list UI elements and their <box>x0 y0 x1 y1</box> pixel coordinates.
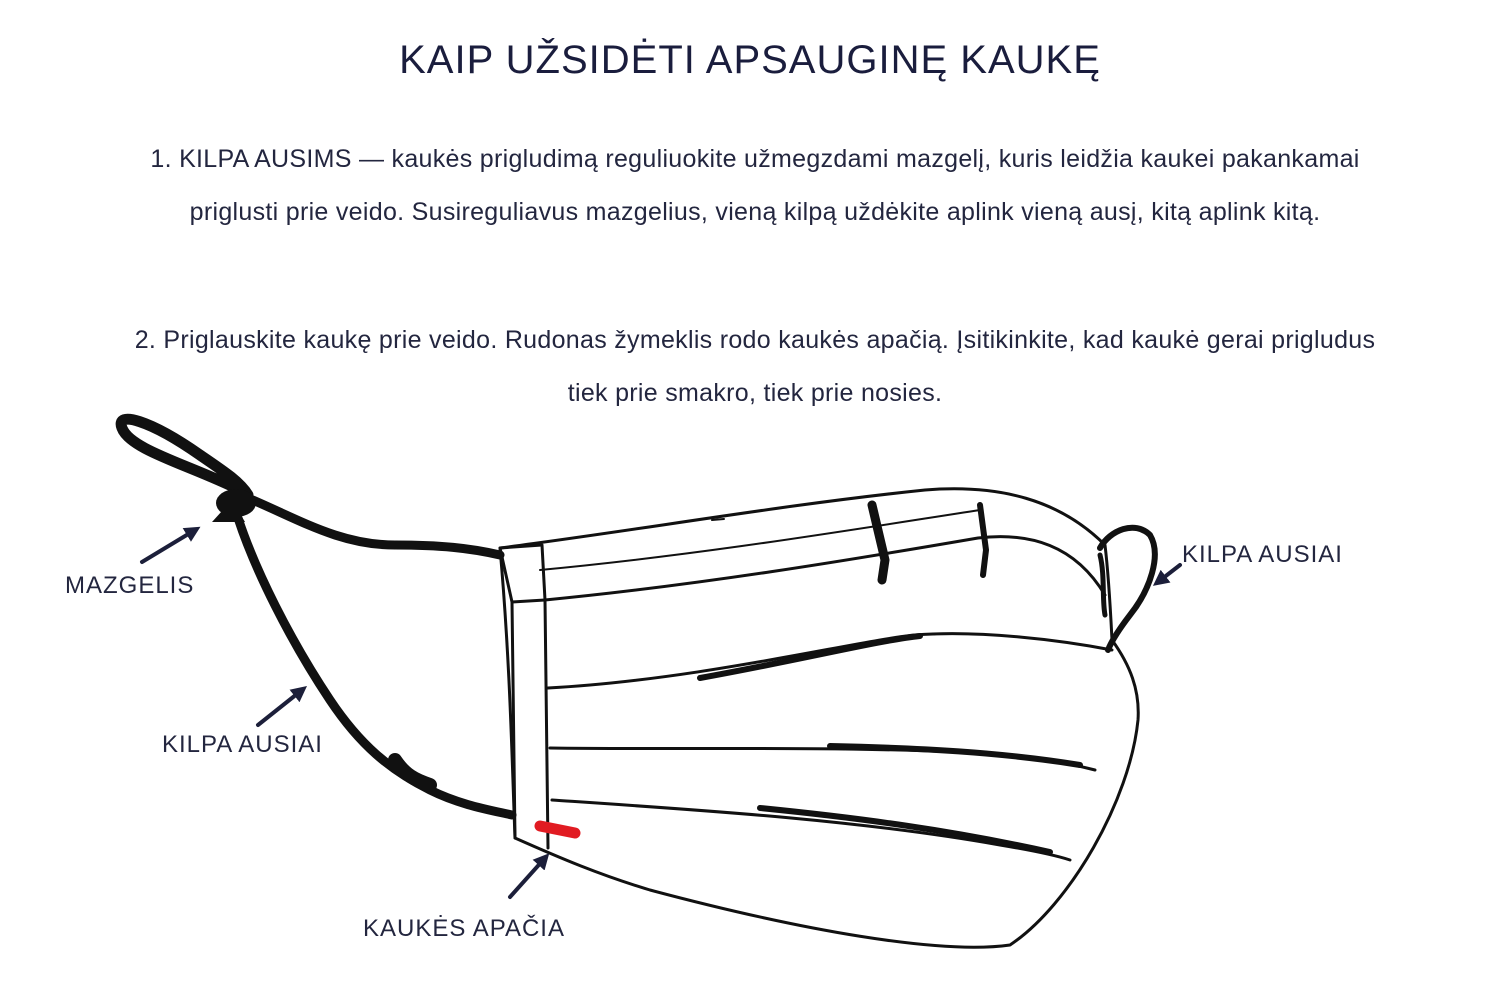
mask-bottom-label: KAUKĖS APAČIA <box>363 915 565 942</box>
instruction-step-2: 2. Priglauskite kaukę prie veido. Rudona… <box>134 326 1376 407</box>
right-ear-loop <box>1097 524 1158 653</box>
right-loop-arrow <box>1152 563 1182 586</box>
label-arrows <box>140 526 1182 899</box>
left-ear-loop-label: KILPA AUSIAI <box>162 731 323 758</box>
mask-bottom-marker <box>534 820 581 839</box>
instruction-step-1: 1. KILPA AUSIMS — kaukės prigludimą regu… <box>150 145 1360 226</box>
knot <box>212 489 256 522</box>
page-title: KAIP UŽSIDĖTI APSAUGINĘ KAUKĘ <box>399 38 1101 82</box>
knot-arrow <box>140 526 201 564</box>
left-loop-arrow <box>256 686 308 727</box>
mask-bottom-arrow <box>508 853 550 899</box>
left-ear-loop <box>115 413 517 820</box>
knot-label: MAZGELIS <box>65 572 195 599</box>
mask-body <box>498 487 1140 949</box>
right-ear-loop-label: KILPA AUSIAI <box>1182 541 1343 568</box>
